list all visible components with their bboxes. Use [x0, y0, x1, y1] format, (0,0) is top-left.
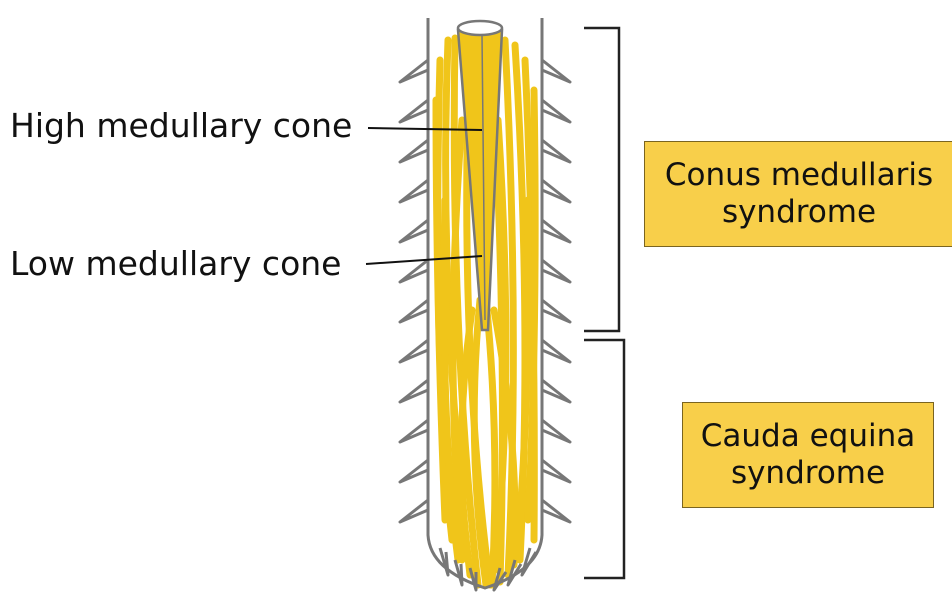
cauda-box-line2: syndrome — [683, 455, 933, 492]
conus-box-line2: syndrome — [645, 194, 952, 231]
nerve-exit-spike — [400, 340, 428, 362]
nerve-exit-spike — [542, 220, 570, 242]
nerve-exit-spike — [400, 100, 428, 122]
nerve-exit-spike — [542, 260, 570, 282]
nerve-exit-spike — [542, 460, 570, 482]
nerve-exit-spike — [542, 140, 570, 162]
cauda-box-line1: Cauda equina — [683, 418, 933, 455]
nerve-exit-spike — [400, 220, 428, 242]
nerve-exit-spike — [440, 548, 448, 575]
nerve-exit-spike — [542, 380, 570, 402]
nerve-exit-spike — [542, 100, 570, 122]
nerve-exit-spike — [400, 140, 428, 162]
conus-medullaris-syndrome-box: Conus medullaris syndrome — [644, 141, 952, 247]
nerve-exit-spike — [542, 180, 570, 202]
conus-bracket — [584, 28, 619, 331]
nerve-exit-spike — [542, 420, 570, 442]
cauda-equina-syndrome-box: Cauda equina syndrome — [682, 402, 934, 508]
nerve-exit-spike — [400, 500, 428, 522]
nerve-exit-spike — [400, 420, 428, 442]
nerve-exit-spike — [400, 460, 428, 482]
cauda-bracket — [584, 340, 624, 578]
nerve-exit-spike — [542, 300, 570, 322]
nerve-exit-spike — [400, 260, 428, 282]
cord-cross-section — [458, 21, 502, 35]
nerve-exit-spike — [400, 180, 428, 202]
conus-box-line1: Conus medullaris — [645, 157, 952, 194]
high-medullary-cone-label: High medullary cone — [10, 109, 352, 142]
nerve-exit-spike — [400, 300, 428, 322]
nerve-exit-spike — [522, 548, 536, 575]
nerve-exit-spike — [542, 500, 570, 522]
nerve-exit-spike — [542, 340, 570, 362]
nerve-exit-spike — [455, 560, 462, 585]
nerve-exit-spike — [400, 60, 428, 82]
nerve-exits-right — [542, 60, 570, 522]
nerve-exit-spike — [542, 60, 570, 82]
nerve-exit-spike — [400, 380, 428, 402]
low-medullary-cone-label: Low medullary cone — [10, 247, 341, 280]
